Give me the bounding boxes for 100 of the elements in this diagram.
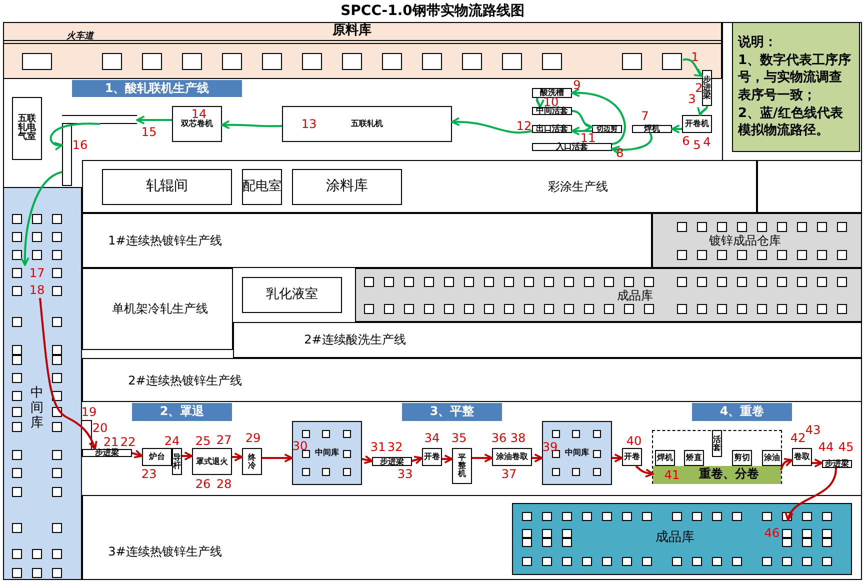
step-number: 8 — [616, 146, 624, 160]
process-label: 剪切 — [734, 454, 750, 462]
storage-slot — [462, 53, 482, 70]
process-box — [792, 448, 812, 466]
area-label: 涂料库 — [326, 179, 368, 195]
process-box — [372, 457, 412, 466]
storage-slot — [342, 53, 362, 70]
area-label: 单机架冷轧生产线 — [112, 302, 208, 316]
note-text: 2、蓝/红色线代表模拟物流路径。 — [738, 104, 844, 140]
section-header — [402, 403, 502, 421]
flow-arrow — [571, 88, 626, 145]
storage-slot — [382, 53, 402, 70]
step-number: 5 — [693, 138, 701, 152]
step-number: 18 — [29, 283, 45, 297]
flow-arrow — [442, 454, 453, 464]
process-box — [12, 97, 42, 160]
area-label: 轧辊间 — [146, 179, 188, 195]
storage-slot — [222, 53, 242, 70]
flow-arrow — [698, 106, 708, 116]
process-label: 焊机 — [657, 454, 673, 462]
step-number: 43 — [805, 423, 821, 437]
storage-slot — [182, 53, 202, 70]
step-number: 9 — [573, 78, 581, 92]
flow-arrow — [412, 456, 423, 464]
flow-arrow — [671, 124, 682, 134]
step-number: 22 — [120, 435, 136, 449]
step-number: 24 — [164, 434, 180, 448]
area-label: 中间库 — [315, 448, 339, 458]
step-number: 45 — [838, 440, 854, 454]
area-box — [82, 495, 862, 580]
step-number: 15 — [141, 125, 157, 139]
flow-arrow — [612, 454, 623, 462]
area-label: 乳化液室 — [266, 288, 318, 302]
flow-arrow — [534, 98, 544, 108]
section-header — [132, 403, 232, 421]
step-number: 23 — [141, 467, 157, 481]
area-label: 2#连续酸洗生产线 — [304, 333, 406, 347]
flow-arrow — [221, 120, 282, 130]
step-number: 21 — [103, 435, 119, 449]
step-number: 37 — [501, 467, 517, 481]
step-number: 4 — [703, 135, 711, 149]
area-box — [242, 277, 342, 313]
process-label: 双芯卷机 — [181, 120, 213, 128]
area-label: 中间库 — [565, 448, 589, 458]
process-label: 炉台 — [149, 453, 165, 461]
process-box — [82, 449, 132, 457]
process-label: 卷取 — [794, 453, 810, 461]
flow-arrow — [572, 110, 593, 131]
area-label: 2#连续热镀锌生产线 — [128, 374, 242, 388]
process-label: 涂油卷取 — [496, 453, 528, 461]
flow-arrow — [682, 58, 703, 77]
process-box — [655, 450, 675, 466]
process-box — [422, 448, 442, 466]
section-title: 4、重卷 — [720, 405, 764, 419]
area-box — [233, 322, 862, 358]
flow-arrow — [362, 455, 373, 464]
step-number: 44 — [818, 440, 834, 454]
flow-arrow — [780, 458, 793, 470]
step-number: 28 — [216, 477, 232, 491]
process-label: 矫直 — [686, 454, 702, 462]
area-box — [292, 169, 402, 205]
area-box — [82, 358, 862, 402]
area-label: 镀锌成品仓库 — [709, 234, 781, 248]
flow-arrow — [451, 117, 532, 134]
step-number: 6 — [682, 134, 690, 148]
conveyor — [62, 115, 137, 124]
note-text: 1、数字代表工序序号，与实物流调查表序号一致； — [738, 52, 852, 105]
step-number: 2 — [695, 81, 703, 95]
process-box — [702, 70, 712, 106]
process-box — [172, 448, 182, 475]
process-box — [682, 115, 712, 133]
area-label: 彩涂生产线 — [548, 180, 608, 194]
area-label: 成品库 — [617, 289, 653, 303]
area-box — [242, 169, 282, 205]
step-number: 46 — [764, 526, 780, 540]
area-label: 1#连续热镀锌生产线 — [108, 234, 222, 248]
flow-arrow — [812, 458, 823, 468]
process-box — [592, 125, 622, 133]
area-box — [102, 169, 232, 205]
flow-arrow — [635, 465, 654, 478]
storage-slot — [142, 53, 162, 70]
process-box — [622, 448, 642, 466]
section-title: 3、平整 — [430, 405, 474, 419]
process-box — [532, 125, 572, 133]
storage-slot — [502, 53, 522, 70]
process-band — [653, 466, 781, 484]
step-number: 38 — [510, 431, 526, 445]
area-label: 原料库 — [332, 24, 372, 38]
section-title: 2、罩退 — [160, 405, 204, 419]
process-box — [684, 450, 704, 466]
process-box — [142, 448, 172, 466]
warehouse-area — [292, 421, 362, 485]
section-title: 1、酸轧联机生产线 — [104, 82, 210, 96]
storage-slot — [262, 53, 282, 70]
area-label: 3#连续热镀锌生产线 — [108, 545, 222, 559]
flow-arrow — [786, 468, 837, 521]
process-box — [732, 450, 752, 466]
process-label: 步进梁 — [703, 76, 711, 100]
flow-arrow — [262, 454, 293, 462]
step-number: 31 — [370, 440, 386, 454]
